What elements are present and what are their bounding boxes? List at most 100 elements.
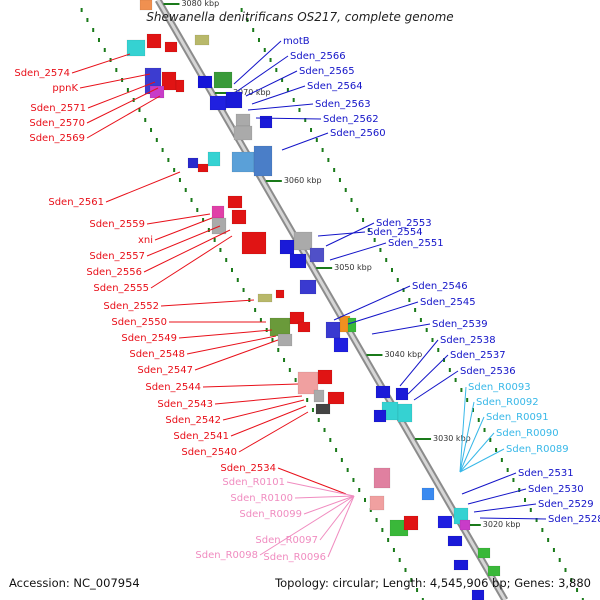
map-title: Shewanella denitrificans OS217, complete… — [146, 10, 454, 24]
tick-mark — [352, 478, 355, 482]
tick-mark — [335, 448, 338, 452]
tick-mark — [500, 458, 503, 462]
gene-feature — [313, 389, 325, 403]
tick-mark — [460, 388, 463, 392]
tick-mark — [396, 278, 399, 282]
gene-label-right: Sden_2562 — [323, 114, 379, 125]
leader-line — [319, 495, 355, 541]
tick-mark — [398, 558, 401, 562]
tick-mark — [524, 498, 527, 502]
gene-feature — [403, 515, 419, 531]
gene-feature — [421, 487, 435, 501]
leader-line — [230, 405, 307, 437]
leader-line — [86, 87, 159, 124]
tick-mark — [315, 138, 318, 142]
tick-mark — [86, 18, 89, 22]
gene-label-right: Sden_2565 — [299, 66, 355, 77]
gene-feature — [269, 317, 291, 337]
gene-feature — [299, 279, 317, 295]
gene-label-right: motB — [283, 36, 310, 47]
tick-mark — [506, 468, 509, 472]
rna-label-left: Sden_R0097 — [255, 535, 318, 546]
tick-mark — [230, 268, 233, 272]
tick-mark — [364, 498, 367, 502]
gene-feature — [315, 403, 331, 415]
gene-label-right: Sden_2560 — [330, 128, 386, 139]
leader-line — [202, 383, 299, 388]
gene-feature — [213, 71, 233, 89]
gene-feature — [139, 0, 153, 11]
rna-label-left: Sden_R0099 — [239, 509, 302, 520]
gene-feature — [257, 293, 273, 303]
gene-label-right: Sden_2566 — [290, 51, 346, 62]
gene-feature — [175, 79, 185, 93]
gene-feature — [231, 209, 247, 225]
tick-mark — [242, 288, 245, 292]
tick-mark — [381, 528, 384, 532]
tick-mark — [292, 98, 295, 102]
gene-feature — [194, 34, 210, 46]
tick-mark — [173, 168, 176, 172]
leader-line — [459, 401, 475, 473]
gene-feature — [259, 115, 273, 129]
tick-mark — [373, 238, 376, 242]
tick-mark — [471, 408, 474, 412]
tick-mark — [184, 188, 187, 192]
tick-mark — [338, 178, 341, 182]
gene-label-right: Sden_2531 — [518, 468, 574, 479]
gene-feature — [187, 157, 199, 169]
tick-mark — [410, 578, 413, 582]
gene-label-left: Sden_2540 — [181, 447, 237, 458]
gene-label-right: Sden_2553 — [376, 218, 432, 229]
tick-mark — [144, 118, 147, 122]
tick-mark — [213, 238, 216, 242]
tick-mark — [340, 458, 343, 462]
tick-mark — [259, 318, 262, 322]
gene-feature — [211, 205, 225, 219]
accession-label: Accession: — [9, 576, 70, 590]
gene-label-left: Sden_2570 — [29, 118, 85, 129]
tick-mark — [138, 108, 141, 112]
tick-mark — [558, 558, 561, 562]
gene-feature — [277, 333, 293, 347]
gene-feature — [197, 163, 209, 173]
gene-labels: Sden_2574ppnKSden_2571Sden_2570Sden_2569… — [14, 36, 600, 563]
gene-feature — [333, 337, 349, 353]
tick-mark — [421, 598, 424, 600]
leader-line — [413, 370, 459, 401]
gene-label-right: Sden_2537 — [450, 350, 506, 361]
leader-line — [473, 503, 537, 513]
leader-line — [79, 73, 151, 89]
topology-value: circular; — [332, 576, 379, 590]
leader-line — [247, 103, 314, 111]
tick-mark — [219, 248, 222, 252]
leader-line — [143, 229, 231, 273]
tick-mark — [402, 288, 405, 292]
tick-mark — [155, 138, 158, 142]
gene-feature — [397, 403, 413, 423]
gene-label-left: xni — [138, 235, 153, 246]
tick-mark — [535, 518, 538, 522]
gene-label-right: Sden_2564 — [307, 81, 363, 92]
tick-mark — [547, 538, 550, 542]
gene-feature — [373, 467, 391, 489]
leader-line — [238, 411, 309, 453]
genes-label: Genes: — [514, 576, 555, 590]
tick-mark — [246, 18, 249, 22]
tick-mark — [271, 338, 274, 342]
tick-mark — [489, 438, 492, 442]
tick-mark — [425, 328, 428, 332]
tick-mark — [207, 228, 210, 232]
gene-label-right: Sden_2546 — [412, 281, 468, 292]
tick-mark — [306, 398, 309, 402]
leader-line — [467, 488, 527, 505]
gene-feature — [369, 495, 385, 511]
gene-feature — [487, 565, 501, 577]
leader-line — [459, 432, 495, 473]
leader-line — [245, 70, 298, 97]
rna-label-right: Sden_R0090 — [496, 428, 559, 439]
gene-feature — [297, 321, 311, 333]
tick-mark — [254, 308, 257, 312]
gene-label-left: Sden_2571 — [30, 103, 86, 114]
leader-line — [277, 467, 347, 495]
